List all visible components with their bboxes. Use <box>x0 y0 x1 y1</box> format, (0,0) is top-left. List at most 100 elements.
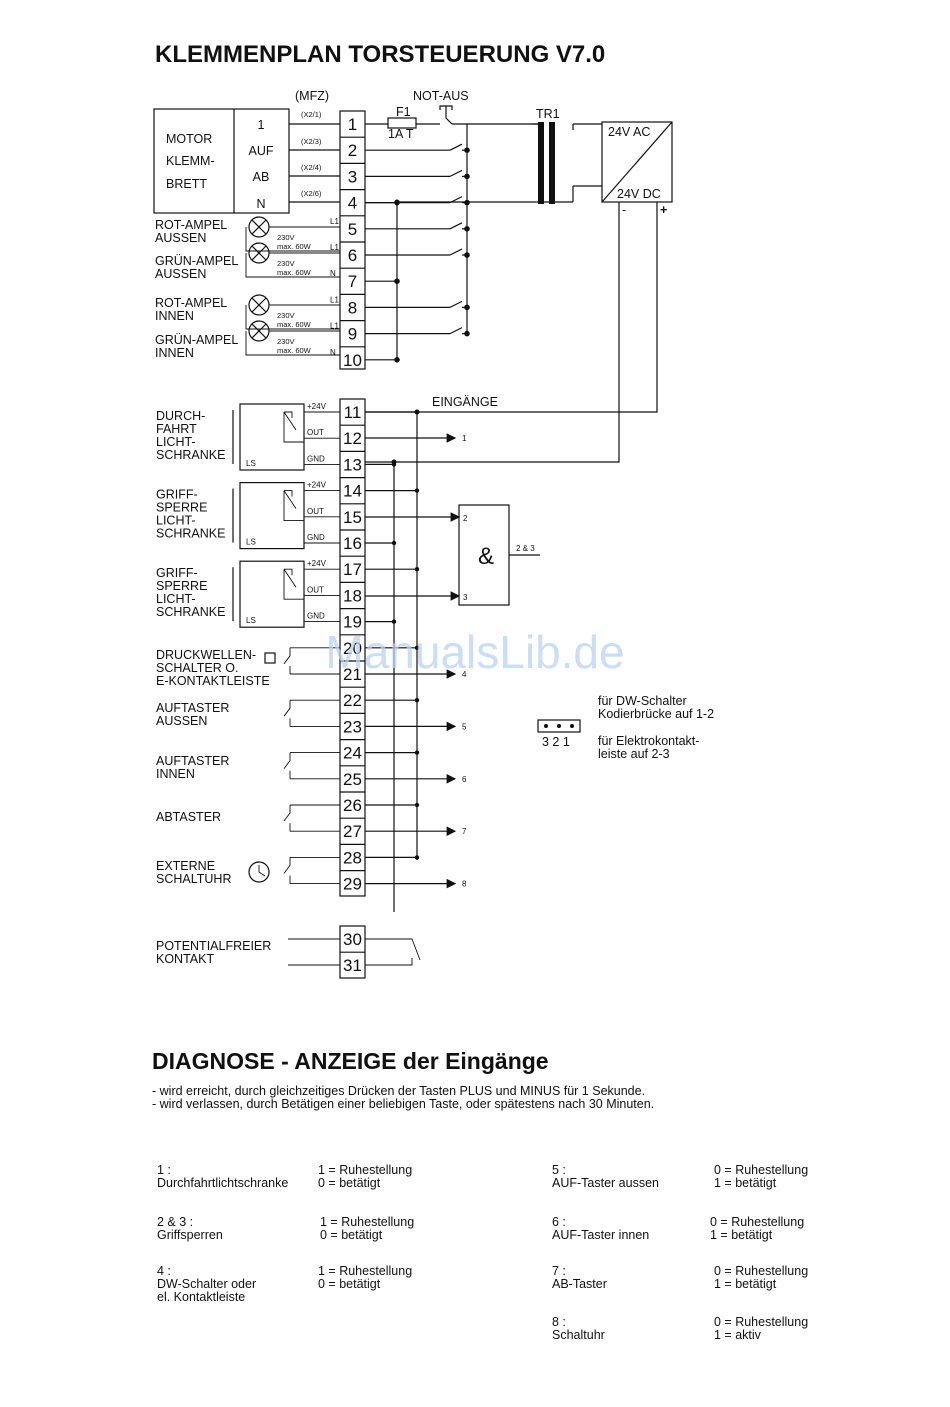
terminal-10: 10 <box>343 351 362 370</box>
entry-value-line: 1 = aktiv <box>714 1328 761 1342</box>
sensor-pin: GND <box>307 533 325 542</box>
motor-line-3: BRETT <box>166 177 207 191</box>
mfz-label: (MFZ) <box>295 89 329 103</box>
motor-terminal-block <box>153 108 290 214</box>
switch-icon <box>283 700 291 717</box>
entry-value-line: 0 = betätigt <box>318 1277 381 1291</box>
entry-label-line: Griffsperren <box>157 1228 223 1242</box>
entry-label-line: DW-Schalter oder <box>157 1277 257 1291</box>
diagnose-entry-label: 5 :AUF-Taster aussen <box>552 1164 659 1190</box>
sensor-label: LICHT- <box>156 435 196 449</box>
lamp-label: ROT-AMPEL <box>155 218 227 232</box>
lamp-label: GRÜN-AMPEL <box>155 254 238 268</box>
sensor-pin: GND <box>307 612 325 621</box>
diagnose-section: DIAGNOSE - ANZEIGE der Eingänge - wird e… <box>152 1048 912 1111</box>
jumper-note-2b: leiste auf 2-3 <box>598 747 670 761</box>
entry-label-line: 5 : <box>552 1163 566 1177</box>
entry-value-line: 1 = Ruhestellung <box>318 1163 413 1177</box>
sensor-relay <box>283 490 304 522</box>
terminal-17: 17 <box>343 560 362 579</box>
entry-value-line: 0 = betätigt <box>318 1176 381 1190</box>
wiring-diagram: KLEMMENPLAN TORSTEUERUNG V7.0 (MFZ) NOT-… <box>153 41 714 979</box>
sensor-pin: OUT <box>307 428 324 437</box>
arrow-label: 5 <box>462 722 467 731</box>
switch-icon <box>283 752 291 769</box>
entry-label-line: AUF-Taster innen <box>552 1228 650 1242</box>
terminal-27: 27 <box>343 822 362 841</box>
input-label: DRUCKWELLEN- <box>156 648 256 662</box>
entry-value-line: 1 = betätigt <box>714 1176 777 1190</box>
entry-value-line: 1 = betätigt <box>714 1277 777 1291</box>
entry-label-line: AUF-Taster aussen <box>552 1176 659 1190</box>
sensor-box-label: LS <box>246 459 256 468</box>
entry-value-line: 1 = Ruhestellung <box>320 1215 415 1229</box>
terminal-28: 28 <box>343 848 362 867</box>
sensor-label: SCHRANKE <box>156 605 225 619</box>
terminal-9: 9 <box>348 325 357 344</box>
input-label: AUFTASTER <box>156 754 229 768</box>
diagnose-entry-label: 7 :AB-Taster <box>552 1265 607 1291</box>
sensor-pin: GND <box>307 454 325 463</box>
diagnose-entry-label: 1 :Durchfahrtlichtschranke <box>157 1164 288 1190</box>
sensor-label: GRIFF- <box>156 488 198 502</box>
lamp-rating: max. 60W <box>277 242 312 251</box>
entry-label-line: 2 & 3 : <box>157 1215 194 1229</box>
sensor-label: DURCH- <box>156 409 205 423</box>
x-label-4: (X2/6) <box>301 189 322 198</box>
terminal-5: 5 <box>348 220 357 239</box>
terminal-13: 13 <box>343 455 362 474</box>
entry-label-line: Schaltuhr <box>552 1328 605 1342</box>
entry-value-line: 0 = betätigt <box>320 1228 383 1242</box>
lamp-label: AUSSEN <box>155 267 206 281</box>
entry-label-line: 6 : <box>552 1215 566 1229</box>
lamp-rating: 230V <box>277 337 295 346</box>
entry-value-line: 0 = Ruhestellung <box>714 1264 809 1278</box>
terminal-4: 4 <box>348 194 357 213</box>
motor-line-2: KLEMM- <box>166 154 215 168</box>
motor-pin-ab: AB <box>253 170 270 184</box>
entry-label-line: AB-Taster <box>552 1277 607 1291</box>
x-label-2: (X2/3) <box>301 137 322 146</box>
psu-minus: - <box>622 203 626 217</box>
lamp-pin: L1 <box>330 295 339 304</box>
entry-value-line: 0 = Ruhestellung <box>710 1215 805 1229</box>
diagnose-entry-label: 8 :Schaltuhr <box>552 1316 605 1342</box>
sensor-box <box>239 560 305 628</box>
sensor-label: SCHRANKE <box>156 527 225 541</box>
watermark: ManualsLib.de <box>325 626 624 678</box>
input-label: AUFTASTER <box>156 701 229 715</box>
terminal-11: 11 <box>344 403 362 422</box>
sensor-box-label: LS <box>246 538 256 547</box>
terminal-strip: 1234567891011121314151617181920212223242… <box>339 110 366 979</box>
sensor-relay <box>283 411 304 443</box>
switch-icon <box>283 805 291 822</box>
input-label: ABTASTER <box>156 810 221 824</box>
lamp-pin: N <box>330 269 336 278</box>
input-label: E-KONTAKTLEISTE <box>156 674 270 688</box>
entry-value-line: 1 = betätigt <box>710 1228 773 1242</box>
not-aus-switch <box>439 105 453 125</box>
input-label: SCHALTUHR <box>156 872 231 886</box>
terminal-30: 30 <box>343 930 362 949</box>
lamp-pin: L1 <box>330 217 339 226</box>
switch-icon <box>283 857 291 874</box>
diagnose-title: DIAGNOSE - ANZEIGE der Eingänge <box>152 1048 549 1074</box>
entry-label-line: 8 : <box>552 1315 566 1329</box>
lamp-label: GRÜN-AMPEL <box>155 333 238 347</box>
sensor-box <box>239 403 305 471</box>
sensor-label: SPERRE <box>156 501 207 515</box>
clock-icon <box>248 861 270 883</box>
input-label: INNEN <box>156 767 195 781</box>
page-title: KLEMMENPLAN TORSTEUERUNG V7.0 <box>155 41 605 68</box>
diagnose-note-1: - wird erreicht, durch gleichzeitiges Dr… <box>152 1084 646 1098</box>
